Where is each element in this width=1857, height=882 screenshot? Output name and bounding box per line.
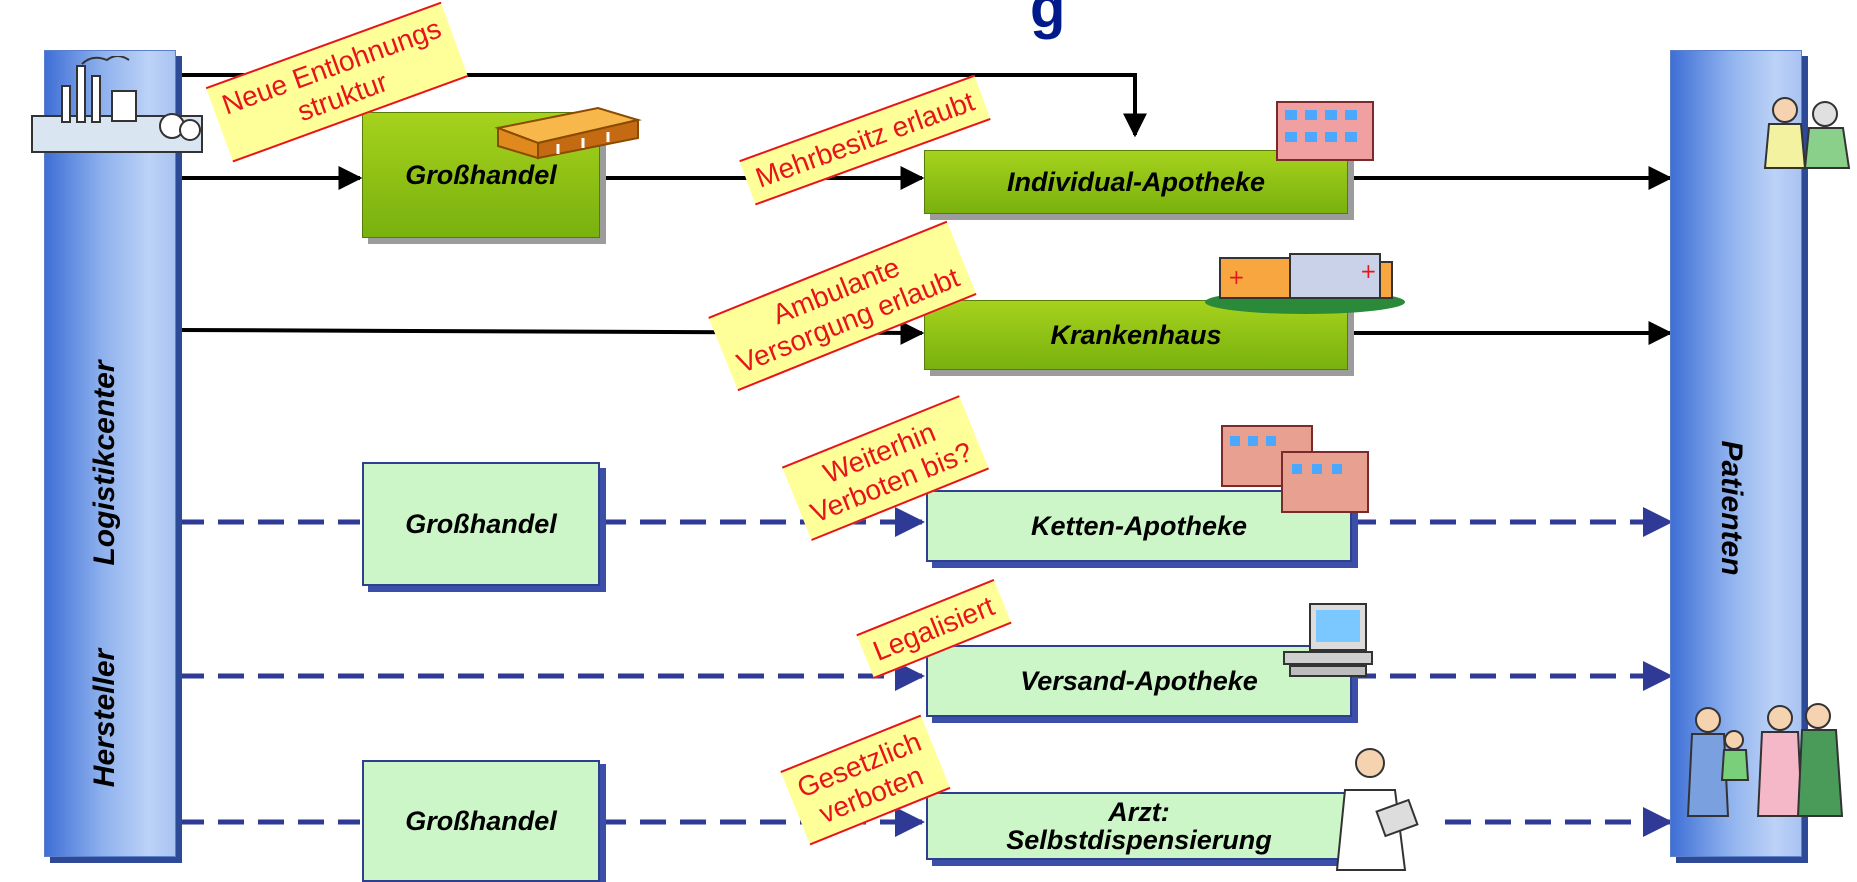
grosshandel-node-2-label: Großhandel <box>405 508 557 539</box>
bypass-arrow <box>178 73 1147 138</box>
computer-icon <box>1283 603 1373 677</box>
versand-apotheke-label: Versand-Apotheke <box>1020 665 1258 696</box>
individual-apotheke-label: Individual-Apotheke <box>1006 166 1266 197</box>
arzt-label-line1: Arzt: <box>1108 796 1170 827</box>
grosshandel-node-3-label: Großhandel <box>405 805 557 836</box>
logistikcenter-label: Logistikcenter <box>88 360 121 566</box>
ketten-apotheke-label: Ketten-Apotheke <box>1030 510 1247 541</box>
hospital-icon: + + <box>1205 253 1405 314</box>
grosshandel-node-1: Großhandel <box>362 112 600 238</box>
arzt-node: Arzt: Selbstdispensierung <box>926 792 1352 860</box>
grosshandel-node-1-label: Großhandel <box>405 159 557 190</box>
title-fragment: g <box>1030 0 1066 40</box>
factory-icon <box>31 56 203 153</box>
pharmacy-building-icon <box>1221 425 1369 513</box>
warehouse-icon <box>494 106 642 160</box>
krankenhaus-label: Krankenhaus <box>1050 319 1222 350</box>
svg-text:+: + <box>1228 265 1245 289</box>
grosshandel-node-2: Großhandel <box>362 462 600 586</box>
ketten-apotheke-node: Ketten-Apotheke <box>926 490 1352 562</box>
svg-text:+: + <box>1360 259 1377 283</box>
hersteller-label: Hersteller <box>88 648 121 788</box>
hersteller-pillar: Logistikcenter Hersteller <box>44 50 176 857</box>
grosshandel-node-3: Großhandel <box>362 760 600 882</box>
versand-apotheke-node: Versand-Apotheke <box>926 645 1352 717</box>
patients-icon <box>1763 97 1851 169</box>
doctor-icon <box>1335 748 1419 871</box>
pharmacy-building-icon <box>1276 101 1374 161</box>
family-patients-icon <box>1686 703 1844 817</box>
arzt-label-line2: Selbstdispensierung <box>1006 825 1272 855</box>
patienten-label: Patienten <box>1715 440 1748 576</box>
